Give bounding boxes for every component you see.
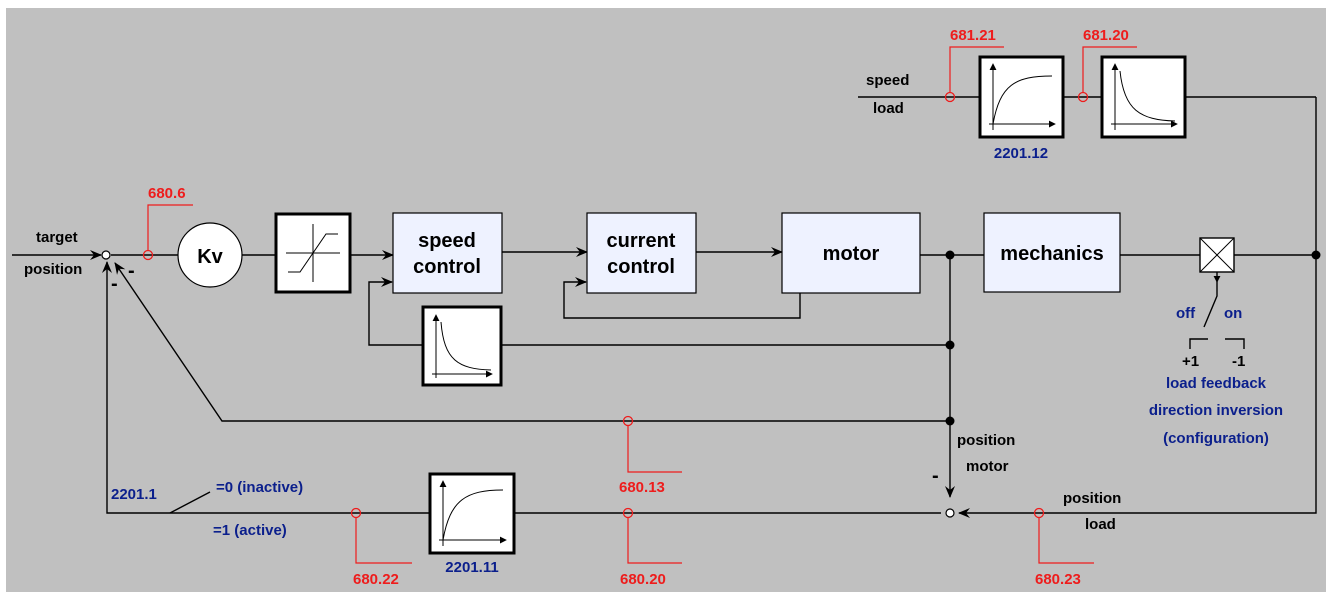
- speed-control-block: speed control: [392, 212, 503, 294]
- current-control-block: current control: [586, 212, 697, 294]
- param-680-13: 680.13: [619, 479, 665, 496]
- position-load-label-1: position: [1063, 490, 1121, 507]
- minus-sign-2: -: [111, 273, 118, 295]
- speed-control-label-1: speed: [418, 230, 476, 252]
- param-681-21: 681.21: [950, 27, 996, 44]
- input-speed-label: speed: [866, 72, 909, 89]
- load-decay-filter-block: [1100, 55, 1187, 139]
- speed-feedback-filter-block: [421, 305, 503, 387]
- minus-sign-1: -: [128, 260, 135, 282]
- param-680-20: 680.20: [620, 571, 666, 588]
- selector-active-label: =1 (active): [213, 522, 287, 539]
- switch-on-label: on: [1224, 305, 1242, 322]
- input-load-label: load: [873, 100, 904, 117]
- motor-block: motor: [781, 212, 921, 294]
- parameter-probes: [142, 46, 1137, 564]
- switch-minus-one: -1: [1232, 353, 1245, 370]
- current-control-label-1: current: [607, 230, 676, 252]
- inversion-label-3: (configuration): [1163, 430, 1269, 447]
- switch-off-label: off: [1176, 305, 1196, 322]
- inversion-label-1: load feedback: [1166, 375, 1267, 392]
- load-speed-filter-block: [978, 55, 1065, 139]
- switch-plus-one: +1: [1182, 353, 1199, 370]
- input-position-label: position: [24, 261, 82, 278]
- motor-label: motor: [823, 243, 880, 265]
- selector-inactive-label: =0 (inactive): [216, 479, 303, 496]
- minus-sign-3: -: [932, 465, 939, 487]
- kv-label: Kv: [197, 246, 223, 268]
- param-681-20: 681.20: [1083, 27, 1129, 44]
- inversion-label-2: direction inversion: [1149, 402, 1283, 419]
- input-target-label: target: [36, 229, 78, 246]
- direction-inversion-switch: [1189, 272, 1245, 349]
- speed-control-label-2: control: [413, 256, 481, 278]
- current-control-label-2: control: [607, 256, 675, 278]
- multiplier-block: [1199, 237, 1235, 273]
- param-2201-12: 2201.12: [994, 145, 1048, 162]
- param-680-23: 680.23: [1035, 571, 1081, 588]
- position-load-label-2: load: [1085, 516, 1116, 533]
- limiter-block: [274, 212, 352, 294]
- position-motor-label-2: motor: [966, 458, 1009, 475]
- position-filter-block: [428, 472, 516, 555]
- position-motor-label-1: position: [957, 432, 1015, 449]
- selector-param-label: 2201.1: [111, 486, 157, 503]
- signal-wires: [12, 96, 1321, 518]
- param-680-6: 680.6: [148, 185, 186, 202]
- mechanics-block: mechanics: [983, 212, 1121, 293]
- param-680-22: 680.22: [353, 571, 399, 588]
- kv-gain-block: Kv: [177, 222, 243, 288]
- param-2201-11: 2201.11: [445, 559, 498, 576]
- mechanics-label: mechanics: [1000, 243, 1103, 265]
